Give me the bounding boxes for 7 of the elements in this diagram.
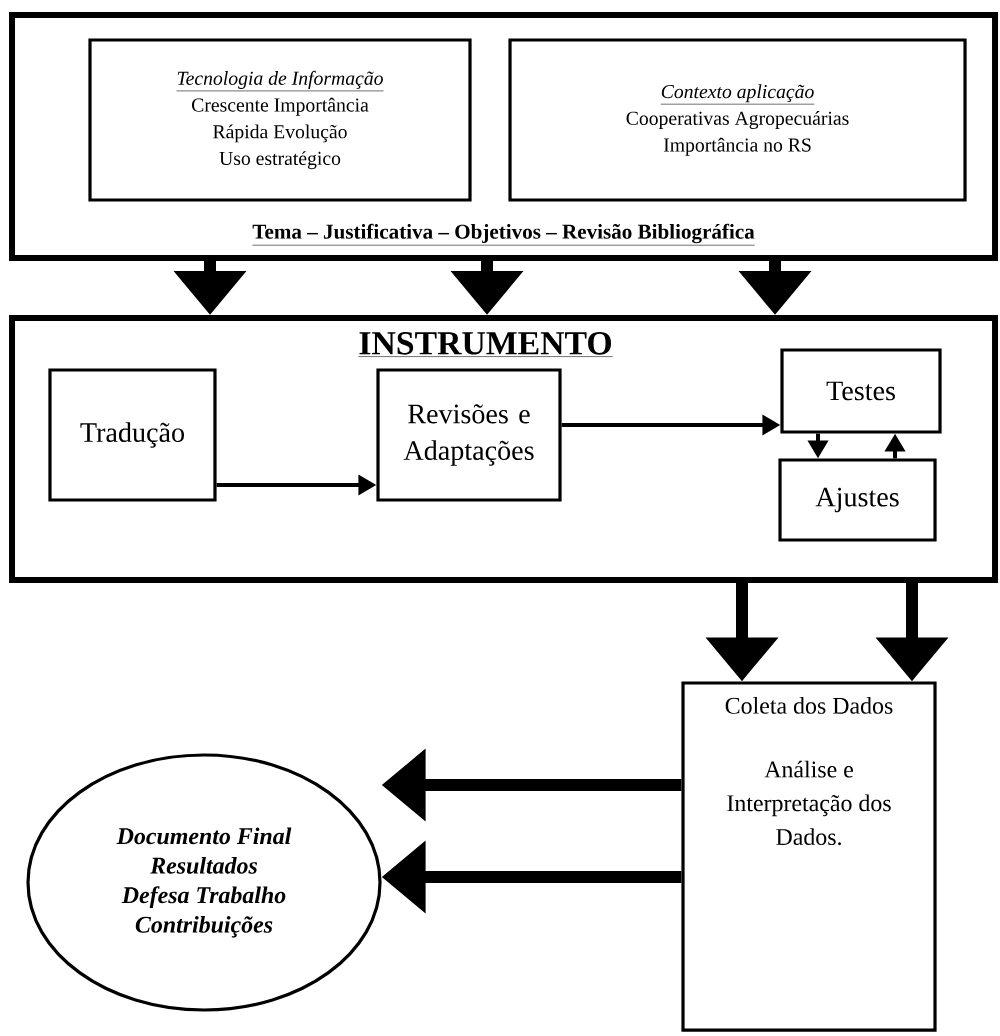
process-box: Tradução xyxy=(48,368,217,502)
text-box: Tecnologia de Informação Crescente Importância Rápida Evolução Uso estratégico xyxy=(88,38,472,202)
process-box: Revisões e Adaptações xyxy=(376,368,562,502)
text-box: Contexto aplicação Cooperativas Agropecuárias Importância no RS xyxy=(508,38,967,202)
process-box: Testes xyxy=(780,348,942,434)
process-box: Coleta dos Dados Análise e Interpretação dos Dados. xyxy=(681,681,937,1032)
process-box: Ajustes xyxy=(778,458,937,542)
